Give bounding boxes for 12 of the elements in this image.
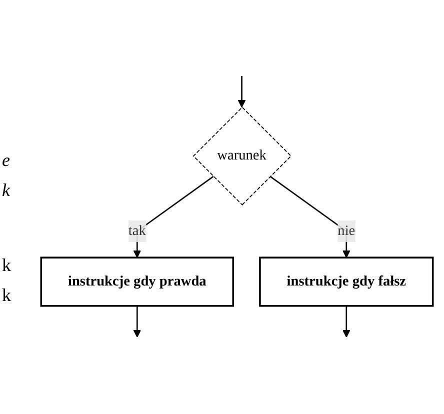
- arrow: [133, 306, 142, 338]
- arrow: [238, 76, 246, 108]
- arrow: [133, 176, 214, 258]
- decision-diamond: warunek: [192, 107, 292, 206]
- cut-off-text: k: [2, 255, 11, 276]
- cut-off-text: e: [2, 150, 10, 171]
- arrow: [270, 176, 350, 258]
- process-box: instrukcje gdy fałsz: [259, 257, 434, 308]
- cut-off-text: k: [2, 285, 11, 306]
- cut-off-text: k: [2, 180, 10, 201]
- process-box: instrukcje gdy prawda: [40, 257, 234, 308]
- arrow: [342, 306, 350, 338]
